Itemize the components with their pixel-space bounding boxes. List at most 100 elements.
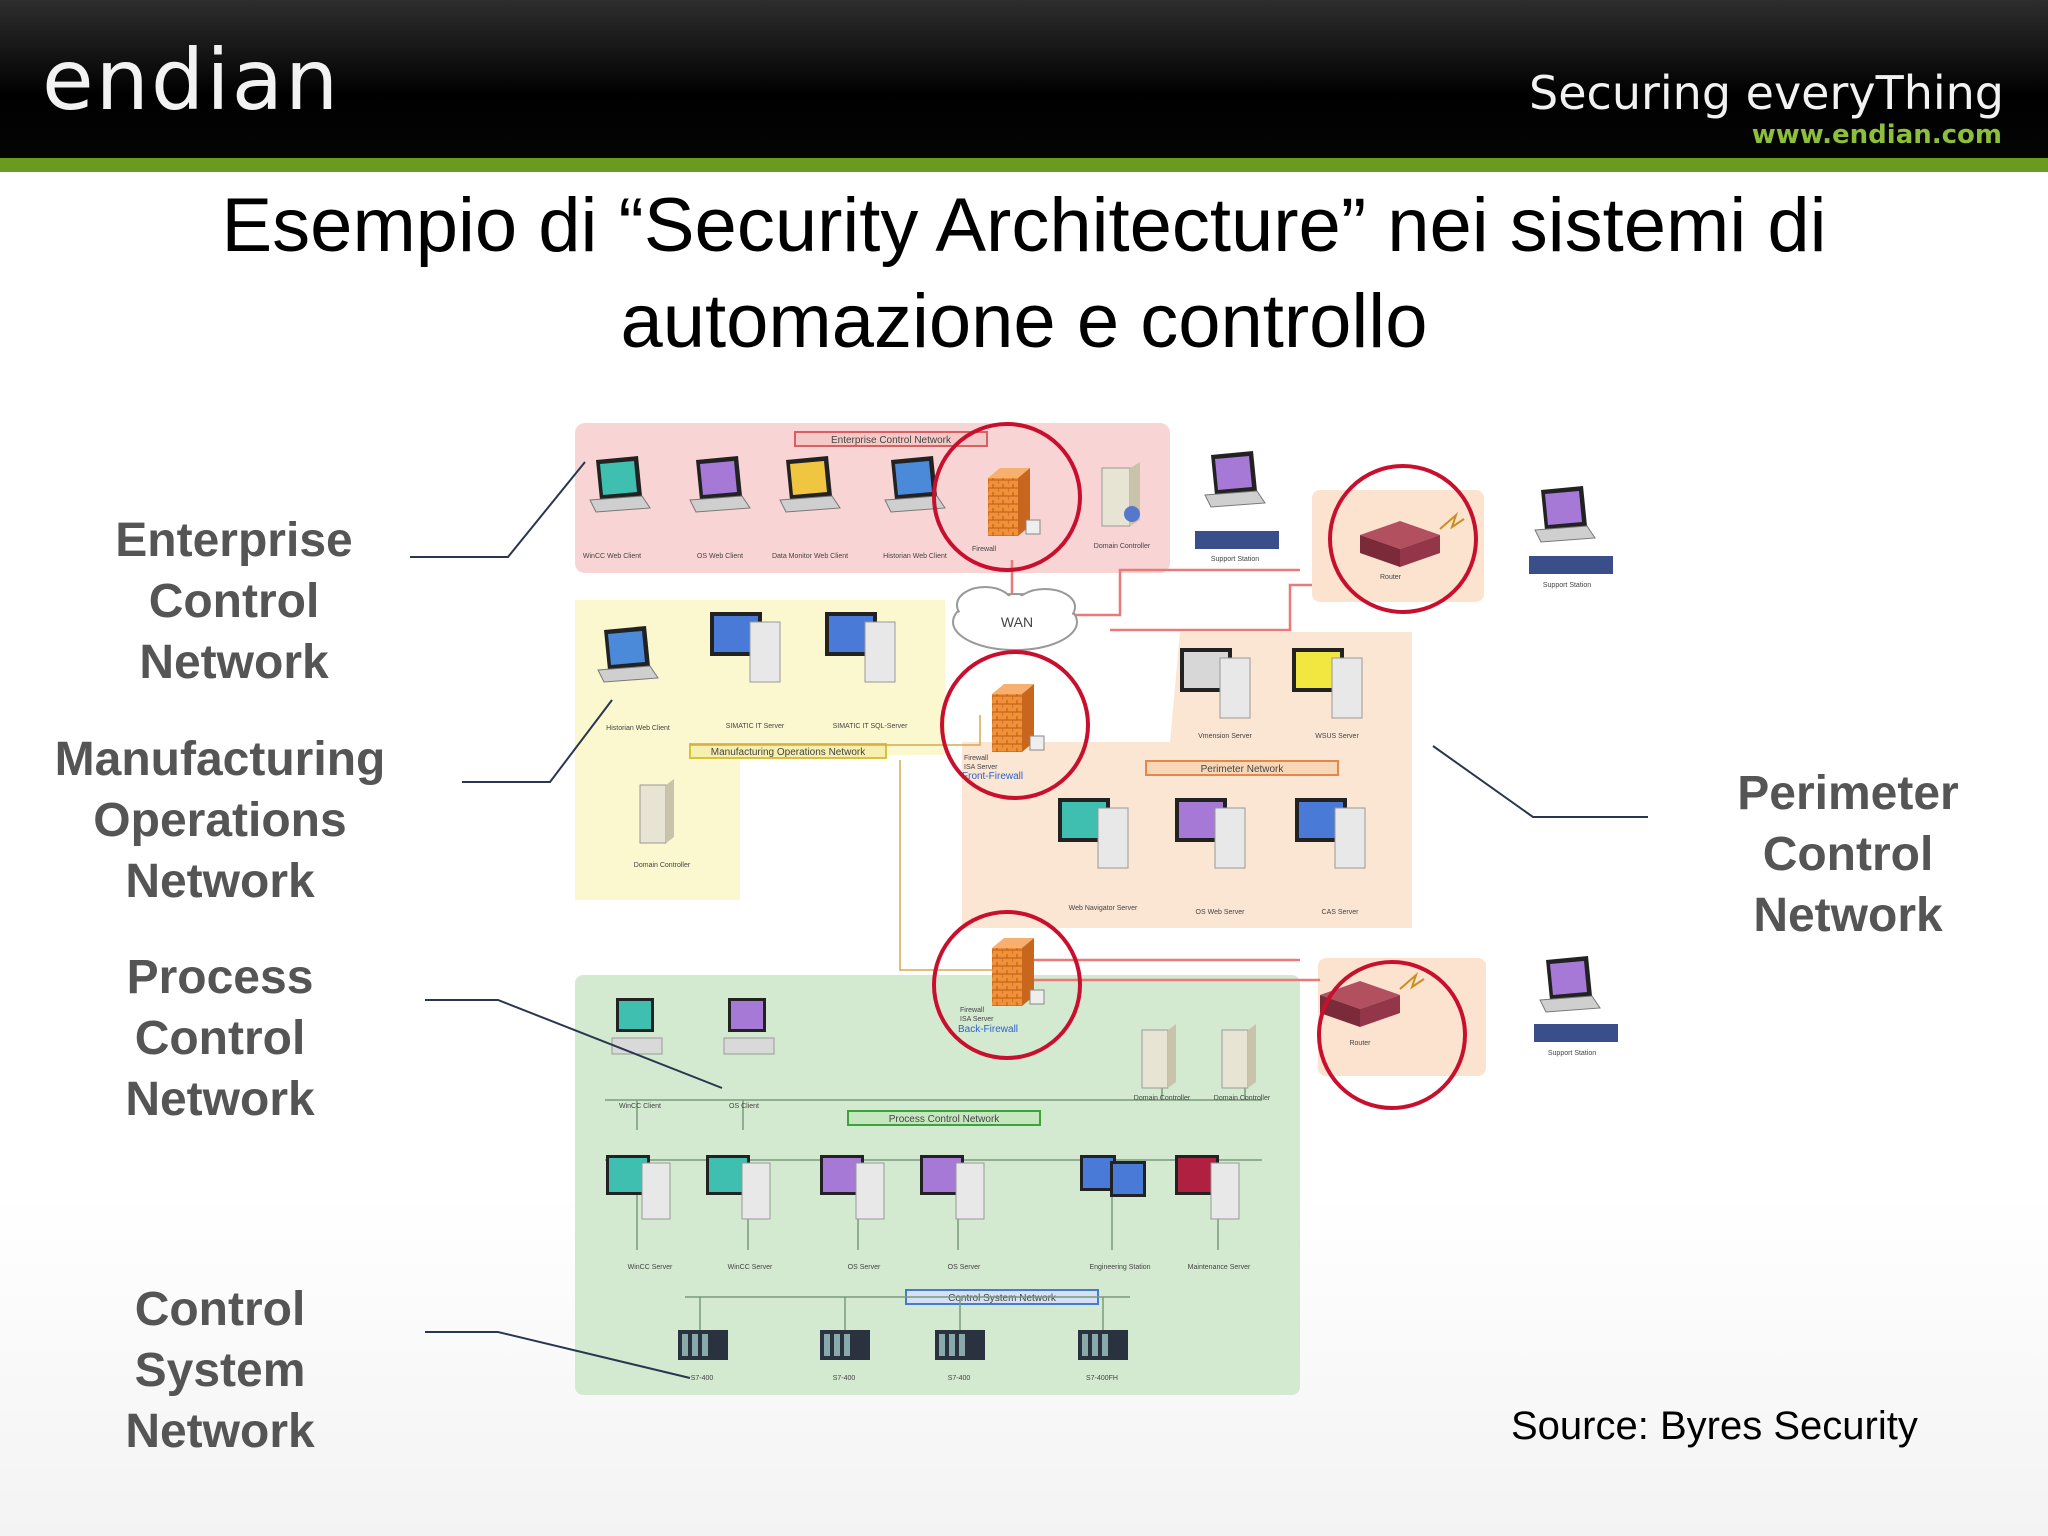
svg-text:Vmension Server: Vmension Server — [1198, 733, 1252, 740]
laptop-icon: Data Monitor Web Client — [772, 456, 848, 560]
website-link[interactable]: www.endian.com — [1751, 120, 2002, 150]
header-bar — [0, 0, 2048, 158]
svg-text:WinCC Server: WinCC Server — [628, 1264, 673, 1271]
zone-label-enterprise: Enterprise Control Network — [794, 431, 988, 447]
label-perimeter-control-network: Perimeter Control Network — [1737, 767, 1959, 942]
zone-label-process: Process Control Network — [847, 1110, 1041, 1126]
label-process-control-network: Process Control Network — [125, 951, 315, 1126]
svg-text:OS Server: OS Server — [848, 1264, 881, 1271]
manufacturing-links — [690, 715, 1012, 971]
source-citation: Source: Byres Security — [1511, 1404, 1918, 1448]
wincc-server-icon: WinCC Server — [706, 1155, 773, 1271]
os-server-icon: OS Server — [820, 1155, 885, 1271]
svg-text:Support Station: Support Station — [1543, 582, 1591, 589]
os-client-icon: OS Client — [723, 998, 775, 1110]
engineering-station-icon: Engineering Station — [1080, 1155, 1151, 1271]
enterprise-firewall-icon: Firewall — [972, 468, 1041, 553]
svg-text:Router: Router — [1349, 1040, 1371, 1047]
svg-text:Domain Controller: Domain Controller — [1134, 1095, 1191, 1102]
header-accent-bar — [0, 158, 2048, 172]
svg-text:WSUS Server: WSUS Server — [1315, 733, 1359, 740]
endian-logo: endian — [42, 31, 341, 129]
enterprise-laptop-icons: WinCC Web Client OS Web Client Data Moni… — [583, 456, 947, 560]
svg-text:Router: Router — [1380, 574, 1402, 581]
zone-perimeter-network — [962, 632, 1412, 928]
label-manufacturing-operations-network: Manufacturing Operations Network — [54, 733, 386, 908]
svg-text:WAN: WAN — [1001, 614, 1033, 630]
support-station-bottom-icon: Support Station — [1534, 956, 1618, 1057]
svg-text:Control System Network: Control System Network — [948, 1293, 1057, 1304]
svg-text:OS Client: OS Client — [729, 1103, 759, 1110]
support-station-icon: Support Station — [1195, 451, 1279, 563]
svg-text:Web Navigator Server: Web Navigator Server — [1069, 905, 1138, 912]
domain-controller-icon: Domain Controller — [1094, 462, 1151, 550]
svg-text:Data Monitor Web Client: Data Monitor Web Client — [772, 553, 848, 560]
svg-text:Support Station: Support Station — [1211, 556, 1259, 563]
plc-s7-400-icon: S7-400 — [678, 1330, 728, 1382]
web-navigator-server-icon: Web Navigator Server — [1058, 798, 1138, 912]
svg-text:CAS Server: CAS Server — [1322, 909, 1360, 916]
leader-line-manufacturing — [462, 699, 613, 783]
os-web-server-icon: OS Web Server — [1175, 798, 1246, 916]
manufacturing-domain-controller-icon: Domain Controller — [634, 779, 691, 869]
svg-text:Engineering Station: Engineering Station — [1089, 1264, 1150, 1271]
highlight-back-firewall — [932, 910, 1082, 1060]
highlight-circles — [932, 422, 1478, 1110]
svg-text:S7-400: S7-400 — [691, 1375, 714, 1382]
svg-text:S7-400: S7-400 — [833, 1375, 856, 1382]
svg-text:WinCC Web Client: WinCC Web Client — [583, 553, 641, 560]
svg-text:Support Station: Support Station — [1548, 1050, 1596, 1057]
svg-text:Domain Controller: Domain Controller — [634, 862, 691, 869]
tagline: Securing everyThing — [1529, 66, 2004, 120]
svg-text:OS Server: OS Server — [948, 1264, 981, 1271]
highlight-front-firewall — [940, 650, 1090, 800]
os-server-icon: OS Server — [920, 1155, 985, 1271]
svg-text:Back-Firewall: Back-Firewall — [958, 1024, 1018, 1035]
historian-laptop-icon: Historian Web Client — [597, 626, 670, 732]
router-icon: Router — [1360, 511, 1465, 581]
svg-text:WinCC Server: WinCC Server — [728, 1264, 773, 1271]
highlight-router-top — [1328, 464, 1478, 614]
simatic-sql-server-icon: SIMATIC IT SQL-Server — [825, 612, 908, 730]
front-firewall-icon: Firewall ISA Server Front-Firewall — [962, 684, 1045, 782]
process-domain-controller-icon: Domain Controller — [1214, 1024, 1271, 1102]
svg-text:ISA Server: ISA Server — [964, 764, 998, 771]
svg-text:OS Web Server: OS Web Server — [1196, 909, 1246, 916]
svg-text:Firewall: Firewall — [960, 1007, 985, 1014]
support-station-right-icon: Support Station — [1529, 486, 1613, 589]
svg-text:Domain Controller: Domain Controller — [1214, 1095, 1271, 1102]
svg-text:SIMATIC IT SQL-Server: SIMATIC IT SQL-Server — [833, 723, 908, 730]
svg-text:Enterprise Control Network: Enterprise Control Network — [831, 435, 952, 446]
laptop-icon: OS Web Client — [689, 456, 751, 560]
svg-text:Historian Web Client: Historian Web Client — [883, 553, 947, 560]
svg-text:Maintenance Server: Maintenance Server — [1188, 1264, 1251, 1271]
label-control-system-network: Control System Network — [125, 1283, 315, 1458]
plc-s7-400fh-icon: S7-400FH — [1078, 1330, 1128, 1382]
vmension-server-icon: Vmension Server — [1180, 648, 1253, 740]
svg-text:Firewall: Firewall — [972, 546, 997, 553]
process-domain-controller-icon: Domain Controller — [1134, 1024, 1191, 1102]
svg-text:Domain Controller: Domain Controller — [1094, 543, 1151, 550]
plc-s7-400-icon: S7-400 — [820, 1330, 870, 1382]
wsus-server-icon: WSUS Server — [1292, 648, 1363, 740]
leader-line-process — [425, 999, 723, 1089]
maintenance-server-icon: Maintenance Server — [1175, 1155, 1251, 1271]
svg-text:Front-Firewall: Front-Firewall — [962, 771, 1023, 782]
leader-line-perimeter — [1432, 745, 1648, 818]
svg-text:Historian Web Client: Historian Web Client — [606, 725, 670, 732]
highlight-router-bottom — [1317, 960, 1467, 1110]
highlight-enterprise-firewall — [932, 422, 1082, 572]
leader-line-control-system — [425, 1331, 691, 1379]
back-firewall-icon: Firewall ISA Server Back-Firewall — [958, 938, 1045, 1035]
title-line-1: Esempio di “Security Architecture” nei s… — [221, 183, 1827, 268]
title-line-2: automazione e controllo — [620, 279, 1428, 364]
zone-label-perimeter: Perimeter Network — [1145, 760, 1339, 776]
svg-text:SIMATIC IT Server: SIMATIC IT Server — [726, 723, 785, 730]
svg-text:OS Web Client: OS Web Client — [697, 553, 743, 560]
leader-line-enterprise — [410, 461, 586, 558]
svg-text:S7-400: S7-400 — [948, 1375, 971, 1382]
laptop-icon: WinCC Web Client — [583, 456, 651, 560]
laptop-icon: Historian Web Client — [883, 456, 947, 560]
cas-server-icon: CAS Server — [1295, 798, 1366, 916]
